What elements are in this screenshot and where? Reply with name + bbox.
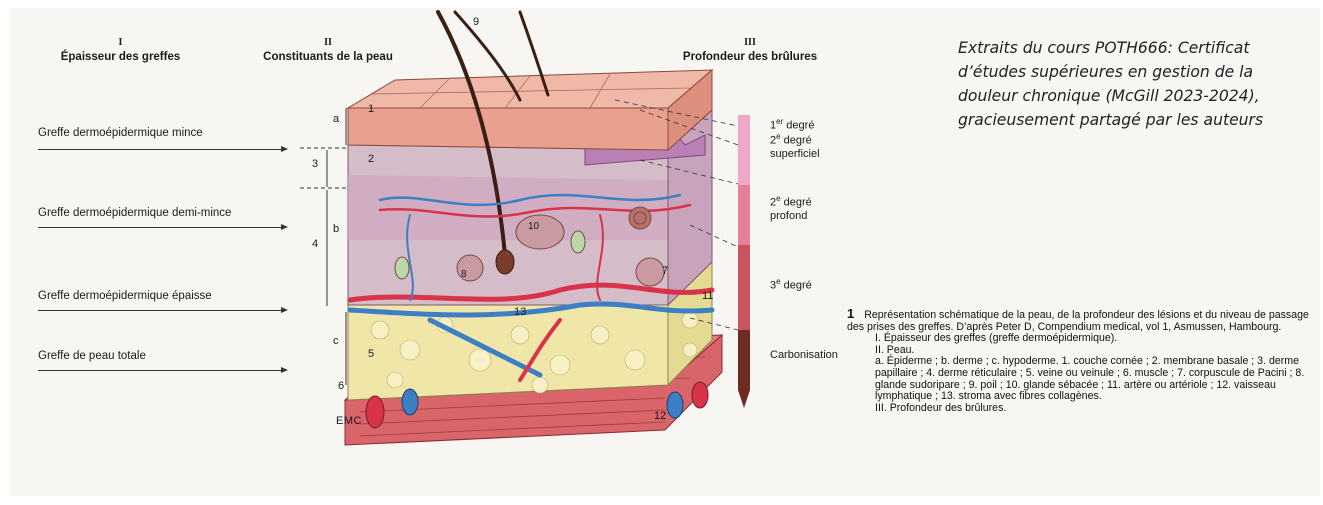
label-12-lymph: 12 (654, 410, 666, 422)
label-8-sweat: 8 (461, 269, 467, 280)
burn-degree-3: 3e degré (770, 275, 812, 293)
label-13-stroma: 13 (514, 306, 526, 318)
layer-number-4: 4 (312, 238, 318, 250)
layer-number-1: 1 (368, 103, 374, 115)
burn-degree-2-superficial: 2e degré superficiel (770, 130, 820, 161)
layer-letter-b: b (333, 223, 339, 235)
burn-degree-word: degré (781, 135, 812, 147)
credit-note: Extraits du cours POTH666: Certificat d’… (958, 36, 1313, 132)
caption-item-3: a. Épiderme ; b. derme ; c. hypoderme. 1… (847, 356, 1319, 402)
label-10-sebaceous: 10 (528, 221, 539, 232)
burn-depth-bar (738, 115, 750, 408)
layer-number-5: 5 (368, 348, 374, 360)
caption-text: Représentation schématique de la peau, d… (847, 309, 1309, 333)
label-11-artery: 11 (702, 290, 713, 302)
layer-number-6: 6 (338, 380, 344, 392)
label-7-pacini: 7 (662, 265, 668, 277)
figure-number: 1 (847, 306, 854, 321)
layer-number-2: 2 (368, 153, 374, 165)
burn-degree-number: Carbonisation (770, 349, 838, 361)
label-9-hair: 9 (473, 16, 479, 28)
burn-degree-word: degré (781, 197, 812, 209)
layer-brackets (300, 108, 348, 385)
burn-degree-qualifier: profond (770, 210, 807, 222)
burn-carbonisation: Carbonisation (770, 349, 838, 362)
burn-degree-2-deep: 2e degré profond (770, 192, 812, 223)
caption-item-4: III. Profondeur des brûlures. (847, 403, 1319, 415)
layer-number-3: 3 (312, 158, 318, 170)
burn-degree-word: degré (781, 280, 812, 292)
burn-degree-qualifier: superficiel (770, 148, 820, 160)
caption-item-1: I. Épaisseur des greffes (greffe dermoép… (847, 333, 1319, 345)
epidermis-layer (348, 70, 712, 150)
layer-letter-c: c (333, 335, 339, 347)
layer-letter-a: a (333, 113, 339, 125)
emc-logo: EMC (336, 415, 362, 427)
